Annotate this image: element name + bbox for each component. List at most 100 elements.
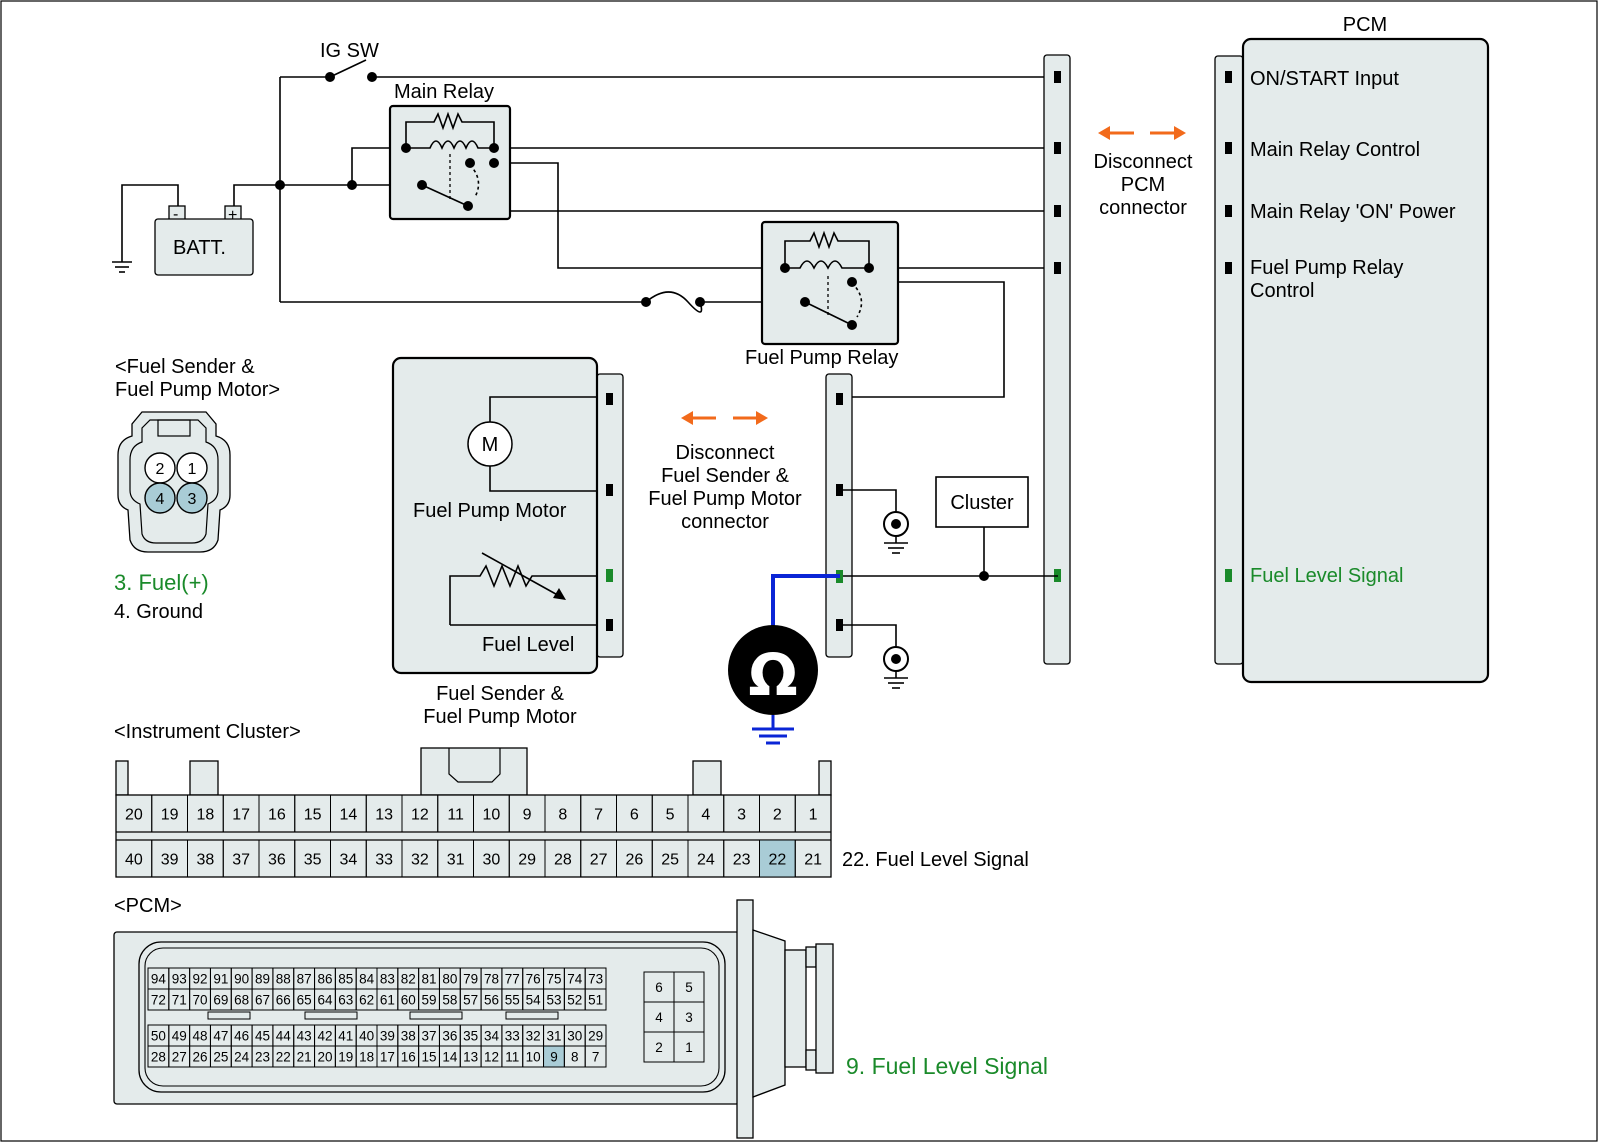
disconnect-pcm-line1: Disconnect (1094, 151, 1193, 173)
cluster-box: Cluster (935, 476, 1029, 528)
ohmmeter: Ω (728, 574, 840, 745)
cluster-pin-8: 8 (558, 807, 567, 824)
disconnect-fuel-line1: Disconnect (676, 442, 775, 464)
fuel-legend-3: 3. Fuel(+) (114, 570, 209, 595)
pcm-pin-70: 70 (193, 993, 208, 1008)
cluster-pin-24: 24 (697, 852, 715, 869)
disconnect-pcm-note: Disconnect PCM connector (1094, 126, 1193, 219)
pcm-pin-62: 62 (359, 993, 374, 1008)
cluster-pin-39: 39 (161, 852, 179, 869)
pcm-pin-67: 67 (255, 993, 270, 1008)
cluster-pin-6: 6 (630, 807, 639, 824)
cluster-pin-14: 14 (339, 807, 357, 824)
cluster-pin-1-cell (794, 794, 832, 833)
pcm-pin-29: 29 (588, 1029, 603, 1044)
fuel-pin-1: 1 (188, 461, 197, 478)
disconnect-fuel-line4: connector (681, 511, 769, 533)
cluster-pin-12: 12 (411, 807, 429, 824)
fuel-pin-2: 2 (156, 461, 165, 478)
disconnect-pcm-line3: connector (1099, 197, 1187, 219)
pcm-pin-79: 79 (463, 972, 478, 987)
pcm-pin-93: 93 (172, 972, 187, 987)
pcm-side-pin-5: 5 (685, 980, 693, 995)
pcm-pin-40: 40 (359, 1029, 374, 1044)
cluster-pin-3: 3 (737, 807, 746, 824)
pcm-pin-51: 51 (588, 993, 603, 1008)
cluster-pin-38: 38 (196, 852, 214, 869)
pcm-pin-53: 53 (546, 993, 561, 1008)
pcm-pin-39: 39 (380, 1029, 395, 1044)
pcm-pin-11: 11 (505, 1050, 519, 1065)
sender-caption-2: Fuel Pump Motor (423, 706, 577, 728)
fuel-sender-module: M Fuel Pump Motor Fuel Level Fuel Sender… (391, 356, 624, 728)
pcm-pin-90: 90 (234, 972, 249, 987)
pcm-pin-12: 12 (484, 1050, 499, 1065)
pcm-pin-34: 34 (484, 1029, 500, 1044)
cluster-pin-40: 40 (125, 852, 143, 869)
pcm-pin-41: 41 (338, 1029, 353, 1044)
pcm-pin-8: 8 (571, 1050, 579, 1065)
pcm-pin-50: 50 (151, 1029, 166, 1044)
pcm-pin-78: 78 (484, 972, 499, 987)
pcm-pin-7: 7 (592, 1050, 600, 1065)
cluster-pin-27: 27 (590, 852, 608, 869)
cluster-pin-30: 30 (482, 852, 500, 869)
pcm-pin-42: 42 (317, 1029, 332, 1044)
pcm-pin-72: 72 (151, 993, 166, 1008)
pcm-pin-89: 89 (255, 972, 270, 987)
pcm-pin-35: 35 (463, 1029, 478, 1044)
fuel-connector-title-1: <Fuel Sender & (115, 356, 255, 378)
cluster-pin-29: 29 (518, 852, 536, 869)
fuel-connector-view: <Fuel Sender & Fuel Pump Motor> 2 1 4 3 … (114, 356, 280, 623)
disconnect-fuel-note: Disconnect Fuel Sender & Fuel Pump Motor… (648, 411, 802, 533)
pcm-pin-20: 20 (317, 1050, 332, 1065)
fuel-pin-3: 3 (188, 491, 197, 508)
pcm-pin-main-relay-power: Main Relay 'ON' Power (1250, 201, 1456, 223)
pcm-connector-note: 9. Fuel Level Signal (846, 1053, 1048, 1079)
pcm-pin-15: 15 (422, 1050, 437, 1065)
cluster-pin-19: 19 (161, 807, 179, 824)
pcm-pin-83: 83 (380, 972, 395, 987)
cluster-pin-17: 17 (232, 807, 250, 824)
disconnect-pcm-line2: PCM (1121, 174, 1165, 196)
pcm-pin-23: 23 (255, 1050, 270, 1065)
disconnect-fuel-line3: Fuel Pump Motor (648, 488, 802, 510)
pcm-connector-title: <PCM> (114, 895, 182, 917)
pcm-pin-91: 91 (213, 972, 228, 987)
pcm-pin-64: 64 (317, 993, 333, 1008)
pcm-pin-36: 36 (442, 1029, 457, 1044)
pcm-side-pin-1-cell (673, 1031, 705, 1063)
cluster-pin-21: 21 (804, 852, 822, 869)
cluster-pin-28: 28 (554, 852, 572, 869)
pcm-pin-54: 54 (526, 993, 542, 1008)
cluster-pin-25: 25 (661, 852, 679, 869)
cluster-pin-18: 18 (196, 807, 214, 824)
pcm-pin-38: 38 (401, 1029, 416, 1044)
fuel-pump-relay: Fuel Pump Relay (641, 220, 900, 369)
pcm-pin-61: 61 (380, 993, 395, 1008)
cluster-pin-5: 5 (666, 807, 675, 824)
pcm-pin-71: 71 (172, 993, 187, 1008)
pcm-side-pin-2: 2 (655, 1040, 663, 1055)
cluster-pin-36: 36 (268, 852, 286, 869)
pcm-pin-14: 14 (442, 1050, 458, 1065)
pcm-pin-85: 85 (338, 972, 353, 987)
cluster-pin-33: 33 (375, 852, 393, 869)
pcm-pin-33: 33 (505, 1029, 520, 1044)
cluster-pin-1: 1 (809, 807, 818, 824)
pcm-pin-56: 56 (484, 993, 499, 1008)
pcm-pin-31: 31 (546, 1029, 561, 1044)
pcm-pin-88: 88 (276, 972, 291, 987)
cluster-connector-note: 22. Fuel Level Signal (842, 849, 1029, 871)
pcm-side-pin-4: 4 (655, 1010, 663, 1025)
cluster-pin-31: 31 (447, 852, 465, 869)
pcm-pin-84: 84 (359, 972, 375, 987)
